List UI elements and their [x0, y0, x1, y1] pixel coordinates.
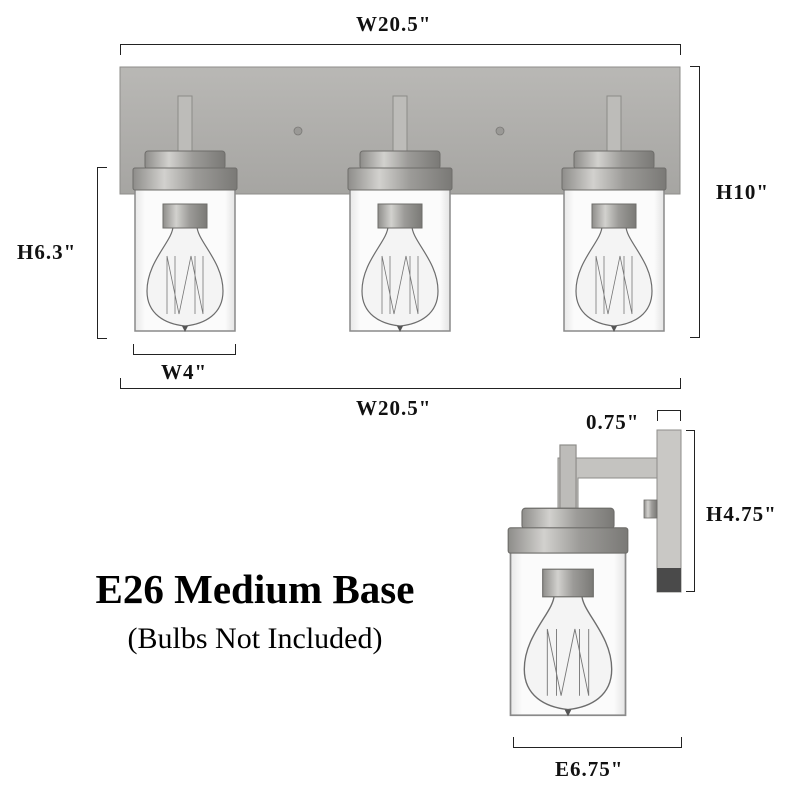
top-width-label: W20.5"	[356, 12, 432, 36]
top-width-bracket	[120, 44, 681, 55]
extension-label: E6.75"	[555, 757, 624, 781]
shade-width-label: W4"	[161, 360, 208, 384]
base-type-title: E26 Medium Base	[95, 566, 415, 612]
shade-height-label: H6.3"	[17, 240, 77, 264]
shade-width-bracket	[133, 344, 236, 355]
extension-bracket	[513, 737, 682, 748]
backplate-height-label: H4.75"	[706, 502, 777, 526]
bulbs-note: (Bulbs Not Included)	[127, 622, 383, 655]
overall-height-bracket	[690, 66, 700, 338]
bottom-width-label: W20.5"	[356, 396, 432, 420]
depth-label: 0.75"	[586, 410, 640, 434]
depth-bracket	[657, 410, 681, 421]
overall-height-label: H10"	[716, 180, 769, 204]
backplate-height-bracket	[686, 430, 695, 592]
shade-height-bracket	[97, 167, 107, 339]
bottom-width-bracket	[120, 378, 681, 389]
